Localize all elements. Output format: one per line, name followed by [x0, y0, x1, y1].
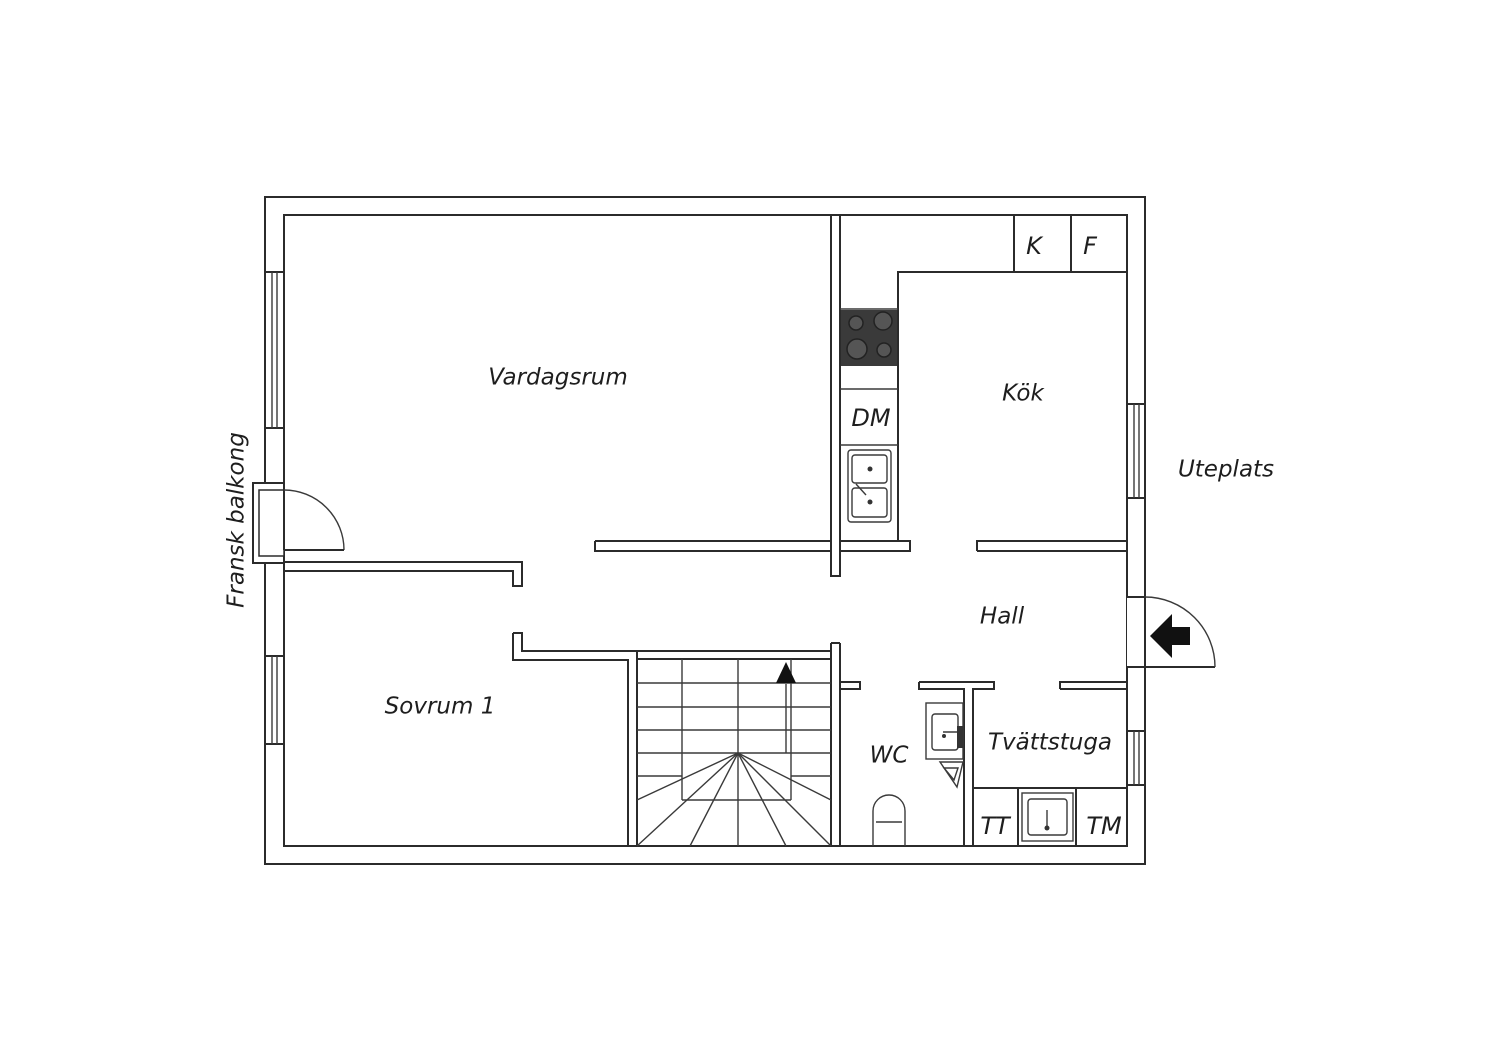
laundry-sink-icon	[1021, 792, 1074, 842]
entrance-door	[1127, 596, 1216, 668]
kitchen-counter	[840, 214, 1015, 541]
toilet-icon	[872, 794, 906, 846]
hob-icon	[841, 310, 897, 366]
fixture-label-k: K	[1026, 232, 1042, 260]
wall-hall-stair-stub	[840, 681, 861, 690]
wall-wc-north	[918, 681, 995, 847]
wc-washbasin-icon	[925, 702, 964, 760]
room-label-wc: WC	[869, 742, 909, 769]
fixture-label-f: F	[1083, 232, 1097, 260]
room-label-vardagsrum: Vardagsrum	[488, 364, 628, 391]
room-label-hall: Hall	[979, 603, 1025, 630]
wall-sovrum-east	[512, 632, 638, 847]
label-uteplats: Uteplats	[1177, 456, 1275, 483]
wall-vardagsrum-east	[830, 215, 841, 577]
window-kok	[1126, 403, 1146, 499]
entrance-arrow-icon	[1150, 614, 1190, 658]
room-label-tvattstuga: Tvättstuga	[987, 729, 1113, 756]
stair-up-arrow-icon	[776, 662, 796, 683]
balcony-door	[252, 482, 345, 564]
wall-kok-south-left	[840, 540, 911, 552]
outer-wall	[264, 196, 1146, 865]
room-label-kok: Kök	[1002, 380, 1044, 407]
wall-tvatt-north	[1059, 681, 1128, 690]
wc-shower-icon	[938, 761, 964, 789]
window-tvattstuga	[1126, 730, 1146, 786]
fixture-label-dm: DM	[851, 404, 891, 432]
staircase	[636, 642, 841, 847]
fixture-label-tt: TT	[980, 812, 1010, 840]
room-label-sovrum: Sovrum 1	[384, 693, 496, 720]
window-vardagsrum	[264, 271, 285, 429]
label-fransk-balkong: Fransk balkong	[223, 432, 250, 608]
fixture-label-tm: TM	[1086, 812, 1122, 840]
window-sovrum	[264, 655, 285, 745]
kitchen-sink-icon	[847, 449, 892, 523]
wall-vardagsrum-south	[594, 540, 832, 552]
wall-sovrum-north	[284, 561, 523, 587]
wall-kok-south-right	[976, 540, 1128, 552]
